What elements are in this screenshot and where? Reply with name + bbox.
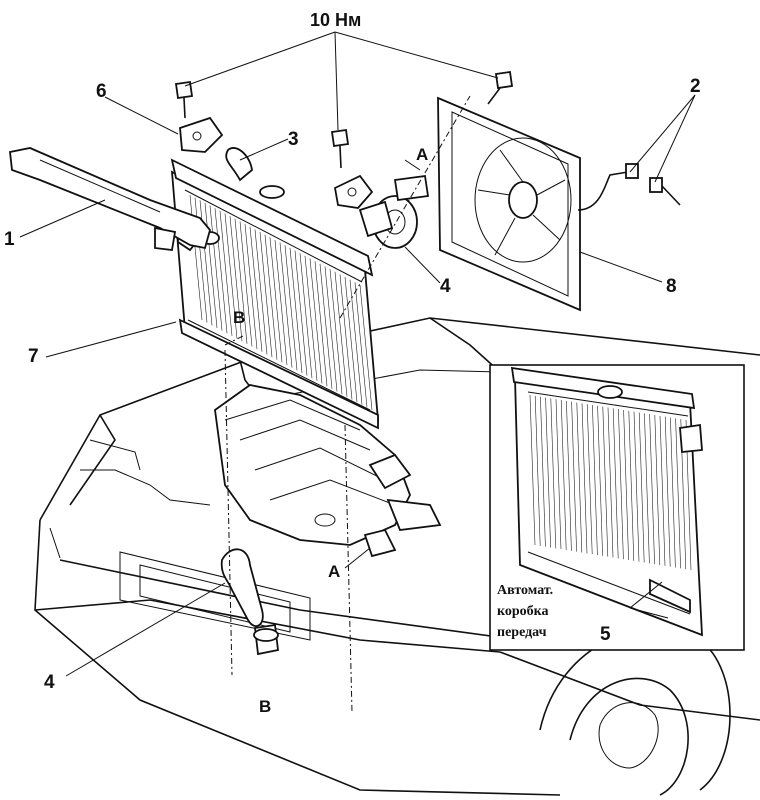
- inset-caption-line2: коробка: [497, 604, 549, 619]
- bolts: [174, 70, 514, 169]
- core-fin-line: [204, 202, 218, 328]
- thermo-switch: [358, 174, 430, 249]
- core-fin-line: [664, 416, 671, 567]
- core-fin-line: [354, 282, 368, 408]
- inset-caption-line1: Автомат.: [497, 583, 553, 598]
- core-fin-line: [638, 412, 645, 563]
- core-fin-line: [581, 403, 588, 554]
- core-fin-line: [314, 261, 328, 387]
- core-fin-line: [534, 395, 541, 546]
- core-fin-line: [586, 404, 593, 555]
- core-fin-line: [612, 408, 619, 559]
- mount-brackets: [179, 116, 374, 209]
- core-fin-line: [234, 218, 248, 344]
- upper-hose: [9, 147, 211, 251]
- core-fin-line: [289, 247, 303, 373]
- core-fin-line: [566, 400, 572, 551]
- core-fin-line: [628, 410, 635, 561]
- callout-6: 6: [96, 81, 107, 102]
- leader-lines: [19, 31, 696, 677]
- core-fin-line: [284, 245, 298, 371]
- core-fin-line: [576, 402, 583, 553]
- inset-caption-line3: передач: [497, 625, 547, 640]
- core-fin-line: [334, 271, 348, 397]
- callout-a-bottom: A: [328, 562, 340, 581]
- core-fin-line: [294, 250, 308, 376]
- core-fin-line: [329, 269, 343, 395]
- inset-automatic-transmission: [489, 364, 745, 651]
- callout-a-top: A: [416, 145, 428, 164]
- core-fin-line: [224, 213, 238, 339]
- core-fin-line: [555, 399, 562, 550]
- core-fin-line: [239, 221, 253, 347]
- callout-5: 5: [600, 624, 611, 645]
- core-fin-line: [649, 414, 655, 565]
- core-fin-line: [675, 418, 681, 569]
- lower-hose: [220, 548, 279, 656]
- callout-1: 1: [4, 229, 15, 250]
- core-fin-line: [633, 411, 640, 562]
- core-fin-line: [269, 237, 283, 363]
- callout-2: 2: [690, 76, 701, 97]
- callout-7: 7: [28, 346, 39, 367]
- core-fin-line: [309, 258, 323, 384]
- core-fin-line: [349, 279, 363, 405]
- core-fin-line: [324, 266, 338, 392]
- radiator: [170, 147, 380, 430]
- core-fin-line: [618, 409, 624, 560]
- callout-8: 8: [666, 276, 677, 297]
- core-fin-line: [602, 406, 609, 557]
- core-fin-line: [209, 205, 223, 331]
- core-fin-line: [623, 409, 629, 561]
- core-fin-line: [560, 399, 567, 551]
- core-fin-line: [592, 404, 598, 556]
- fan-shroud: [437, 96, 581, 312]
- callout-4-top: 4: [440, 276, 451, 297]
- callout-3: 3: [288, 129, 299, 150]
- core-fin-line: [644, 413, 650, 564]
- core-fin-line: [359, 284, 373, 411]
- alignment-lines: [224, 95, 471, 713]
- torque-label: 10 Нм: [310, 10, 361, 30]
- core-fin-line: [654, 414, 661, 566]
- core-fin-line: [607, 407, 614, 558]
- fan-wiring: [577, 163, 681, 211]
- core-fin-line: [299, 253, 313, 379]
- core-fin-line: [597, 405, 603, 556]
- core-fin-line: [659, 415, 666, 566]
- callout-b-bottom: B: [259, 697, 271, 716]
- core-fin-line: [279, 242, 293, 368]
- core-fin-line: [264, 234, 278, 360]
- core-fin-line: [319, 263, 333, 389]
- core-fin-line: [670, 417, 676, 568]
- core-fin-line: [529, 394, 536, 546]
- callout-4-bottom: 4: [44, 672, 55, 693]
- core-fin-line: [545, 397, 551, 548]
- core-fin-line: [571, 401, 577, 552]
- core-fin-line: [259, 232, 273, 358]
- core-fin-line: [214, 208, 228, 334]
- engine: [214, 384, 442, 558]
- core-fin-line: [249, 226, 263, 352]
- core-fin-line: [304, 255, 318, 381]
- core-fin-line: [550, 398, 557, 549]
- core-fin-line: [244, 224, 258, 350]
- callout-b-top: B: [233, 308, 245, 327]
- core-fin-line: [339, 274, 353, 400]
- core-fin-line: [254, 229, 268, 355]
- core-fin-line: [540, 396, 546, 547]
- core-fin-line: [344, 277, 358, 403]
- core-fin-line: [229, 216, 243, 342]
- core-fin-line: [219, 210, 233, 336]
- core-fin-line: [274, 239, 288, 366]
